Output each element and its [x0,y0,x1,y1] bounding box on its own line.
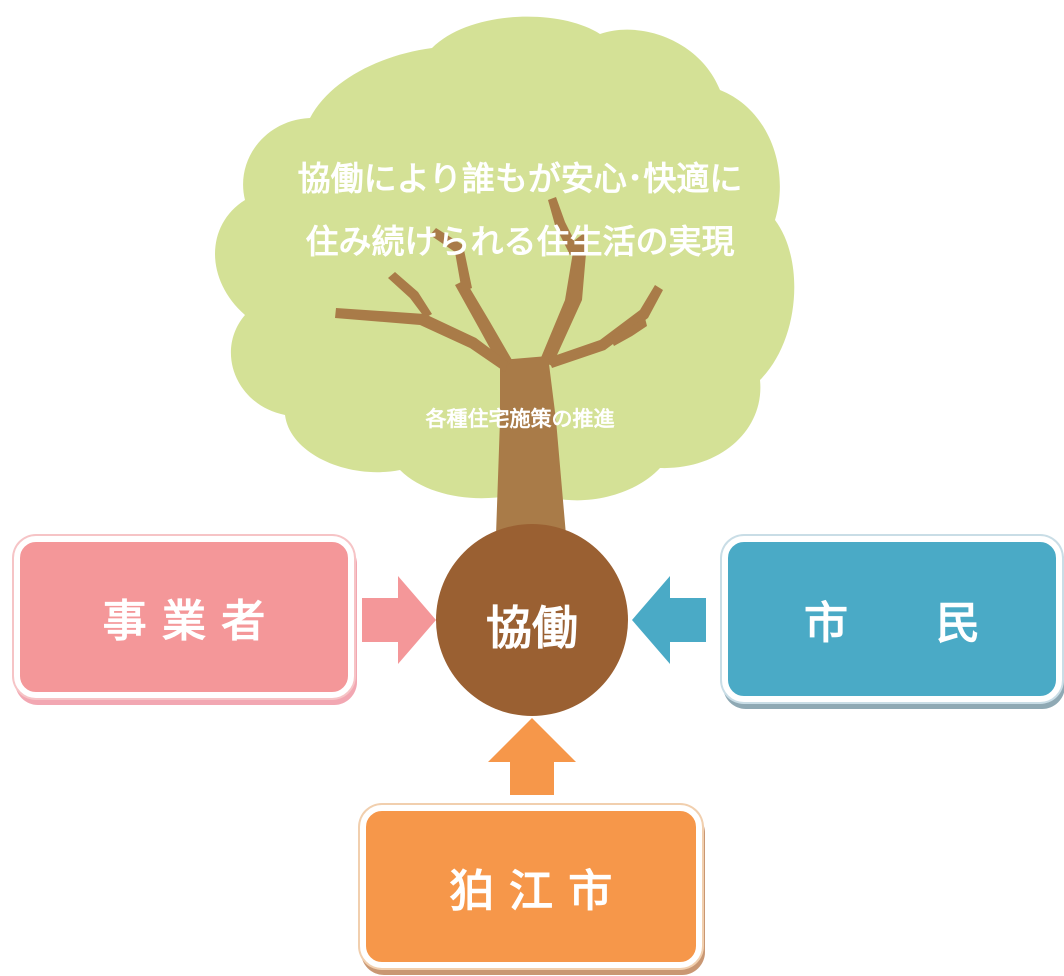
city-label: 狛 江 市 [449,865,613,917]
business-box: 事 業 者 [14,536,354,698]
tree-canopy [215,16,795,501]
business-arrow [362,576,436,664]
citizens-box: 市 民 [722,536,1062,702]
center-label: 協働 [486,601,578,655]
business-label: 事 業 者 [102,596,266,647]
vision-title-line-2: 住み続けられる住生活の実現 [305,222,735,261]
citizens-label: 市 民 [804,598,980,649]
citizens-arrow [632,576,706,664]
vision-title-line-1: 協働により誰もが安心･快適に [297,159,743,198]
tree-trunk [335,197,663,535]
policy-label: 各種住宅施策の推進 [425,407,615,431]
city-arrow [488,718,576,795]
center-circle [436,524,628,716]
city-box: 狛 江 市 [360,805,702,968]
